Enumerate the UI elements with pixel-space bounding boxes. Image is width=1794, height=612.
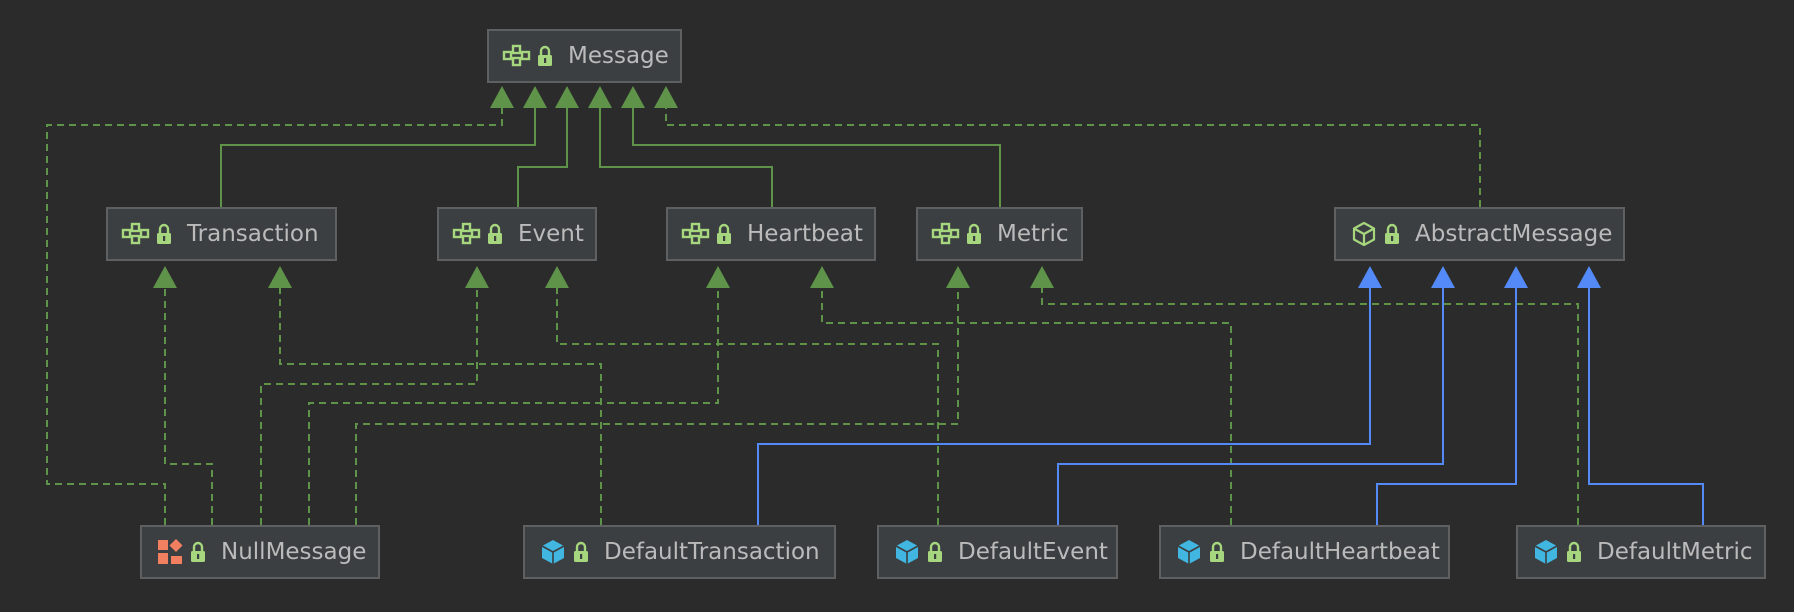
- arrowhead: [268, 266, 292, 288]
- arrowhead: [555, 86, 579, 108]
- node-label: Transaction: [187, 221, 319, 247]
- enum-icon: [155, 537, 185, 567]
- lock-icon: [536, 43, 556, 69]
- node-event[interactable]: Event: [437, 207, 597, 261]
- interface-icon: [681, 219, 711, 249]
- lock-icon: [715, 221, 735, 247]
- edge-null-message-to-metric: [355, 286, 959, 525]
- arrowhead: [1431, 266, 1455, 288]
- lock-icon: [1208, 539, 1228, 565]
- lock-icon: [486, 221, 506, 247]
- abstract-class-icon: [1349, 219, 1379, 249]
- edge-null-message-to-transaction: [164, 286, 213, 525]
- arrowhead: [545, 266, 569, 288]
- arrowhead: [465, 266, 489, 288]
- lock-icon: [1565, 539, 1585, 565]
- arrowhead: [810, 266, 834, 288]
- edge-metric-to-message: [632, 106, 1001, 207]
- edge-null-message-to-message: [46, 106, 503, 525]
- arrowhead: [706, 266, 730, 288]
- node-default-heartbeat[interactable]: DefaultHeartbeat: [1159, 525, 1450, 579]
- lock-icon: [155, 221, 175, 247]
- node-label: DefaultMetric: [1597, 539, 1753, 565]
- arrowhead: [153, 266, 177, 288]
- arrowhead: [621, 86, 645, 108]
- node-transaction[interactable]: Transaction: [106, 207, 337, 261]
- node-null-message[interactable]: NullMessage: [140, 525, 380, 579]
- edge-default-transaction-to-transaction: [279, 286, 602, 525]
- interface-icon: [452, 219, 482, 249]
- arrowhead: [1577, 266, 1601, 288]
- class-icon: [538, 537, 568, 567]
- edge-default-metric-to-abstract-message: [1588, 286, 1704, 525]
- node-heartbeat[interactable]: Heartbeat: [666, 207, 876, 261]
- lock-icon: [1383, 221, 1403, 247]
- interface-icon: [121, 219, 151, 249]
- edge-default-event-to-abstract-message: [1057, 286, 1444, 525]
- node-label: DefaultHeartbeat: [1240, 539, 1440, 565]
- node-label: Heartbeat: [747, 221, 863, 247]
- lock-icon: [572, 539, 592, 565]
- node-metric[interactable]: Metric: [916, 207, 1083, 261]
- class-icon: [1531, 537, 1561, 567]
- arrowhead: [523, 86, 547, 108]
- arrowhead: [490, 86, 514, 108]
- arrowhead: [1358, 266, 1382, 288]
- edge-default-heartbeat-to-abstract-message: [1376, 286, 1517, 525]
- node-default-metric[interactable]: DefaultMetric: [1516, 525, 1766, 579]
- edge-default-event-to-event: [556, 286, 939, 525]
- class-icon: [892, 537, 922, 567]
- arrowhead: [654, 86, 678, 108]
- node-label: NullMessage: [221, 539, 367, 565]
- arrowhead: [946, 266, 970, 288]
- edge-abstract-message-to-message: [665, 106, 1481, 207]
- arrowhead: [1504, 266, 1528, 288]
- node-label: Message: [568, 43, 669, 69]
- lock-icon: [189, 539, 209, 565]
- node-label: Event: [518, 221, 584, 247]
- lock-icon: [926, 539, 946, 565]
- node-label: Metric: [997, 221, 1069, 247]
- edge-event-to-message: [517, 106, 568, 207]
- node-label: AbstractMessage: [1415, 221, 1613, 247]
- arrowhead: [1030, 266, 1054, 288]
- node-label: DefaultEvent: [958, 539, 1108, 565]
- node-message[interactable]: Message: [487, 29, 682, 83]
- edge-null-message-to-event: [260, 286, 478, 525]
- arrowhead: [588, 86, 612, 108]
- node-default-transaction[interactable]: DefaultTransaction: [523, 525, 836, 579]
- edge-transaction-to-message: [220, 106, 536, 207]
- node-label: DefaultTransaction: [604, 539, 820, 565]
- edge-default-transaction-to-abstract-message: [757, 286, 1371, 525]
- node-abstract-message[interactable]: AbstractMessage: [1334, 207, 1625, 261]
- interface-icon: [931, 219, 961, 249]
- edge-default-metric-to-metric: [1041, 286, 1579, 525]
- edge-heartbeat-to-message: [599, 106, 773, 207]
- class-icon: [1174, 537, 1204, 567]
- edge-null-message-to-heartbeat: [308, 286, 719, 525]
- interface-icon: [502, 41, 532, 71]
- lock-icon: [965, 221, 985, 247]
- edge-default-heartbeat-to-heartbeat: [821, 286, 1232, 525]
- node-default-event[interactable]: DefaultEvent: [877, 525, 1118, 579]
